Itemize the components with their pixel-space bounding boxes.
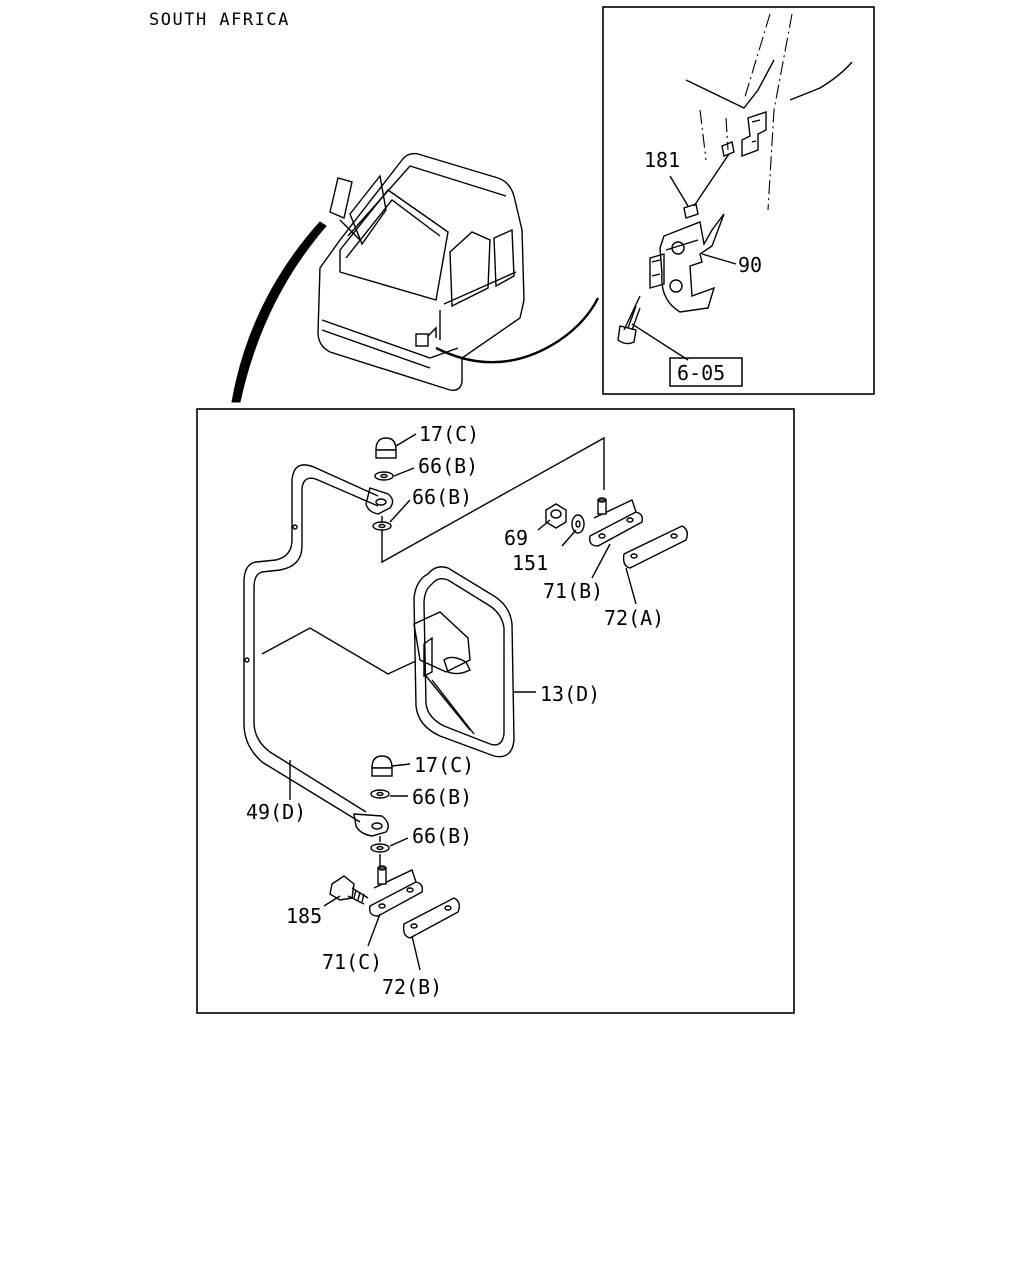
- part-label-72b: 72(B): [382, 975, 442, 999]
- region-label: SOUTH AFRICA: [149, 10, 290, 30]
- part-label-66b-4: 66(B): [412, 824, 472, 848]
- bracket-71c: [368, 865, 424, 917]
- part-label-13d: 13(D): [540, 682, 600, 706]
- inset-detail-box: 181 90 6-05: [602, 6, 875, 395]
- part-label-66b-1: 66(B): [418, 454, 478, 478]
- part-label-72a: 72(A): [604, 606, 664, 630]
- leader-lines: [289, 433, 637, 971]
- part-label-17c-upper: 17(C): [419, 422, 479, 446]
- reference-label-6-05: 6-05: [677, 361, 725, 385]
- nut-69: [545, 503, 567, 529]
- part-label-66b-2: 66(B): [412, 485, 472, 509]
- part-label-49d: 49(D): [246, 800, 306, 824]
- part-label-90: 90: [738, 253, 762, 277]
- part-label-151: 151: [512, 551, 548, 575]
- part-label-69: 69: [504, 526, 528, 550]
- reference-box: [669, 357, 743, 387]
- washer-upper-2: [372, 521, 392, 531]
- part-label-17c-lower: 17(C): [414, 753, 474, 777]
- washer-upper-1: [374, 471, 394, 481]
- washer-151: [571, 514, 585, 534]
- part-label-71c: 71(C): [322, 950, 382, 974]
- cap-nut-upper: [375, 437, 397, 459]
- part-label-185: 185: [286, 904, 322, 928]
- bracket-71b: [588, 497, 644, 547]
- part-label-71b: 71(B): [543, 579, 603, 603]
- plate-72b: [402, 897, 461, 939]
- bolt-185: [329, 875, 369, 905]
- cap-nut-lower: [371, 755, 393, 777]
- plate-72a: [622, 525, 689, 569]
- mirror-13d: [413, 566, 515, 758]
- main-detail-box: 17(C) 66(B) 66(B) 69 151 71(B) 72(A) 13(…: [196, 408, 795, 1014]
- part-label-66b-3: 66(B): [412, 785, 472, 809]
- mirror-stay-tube: [243, 436, 605, 837]
- truck-cab-overview: [231, 152, 600, 403]
- part-label-181: 181: [644, 148, 680, 172]
- washer-lower-1: [370, 789, 390, 799]
- washer-lower-2: [370, 843, 390, 853]
